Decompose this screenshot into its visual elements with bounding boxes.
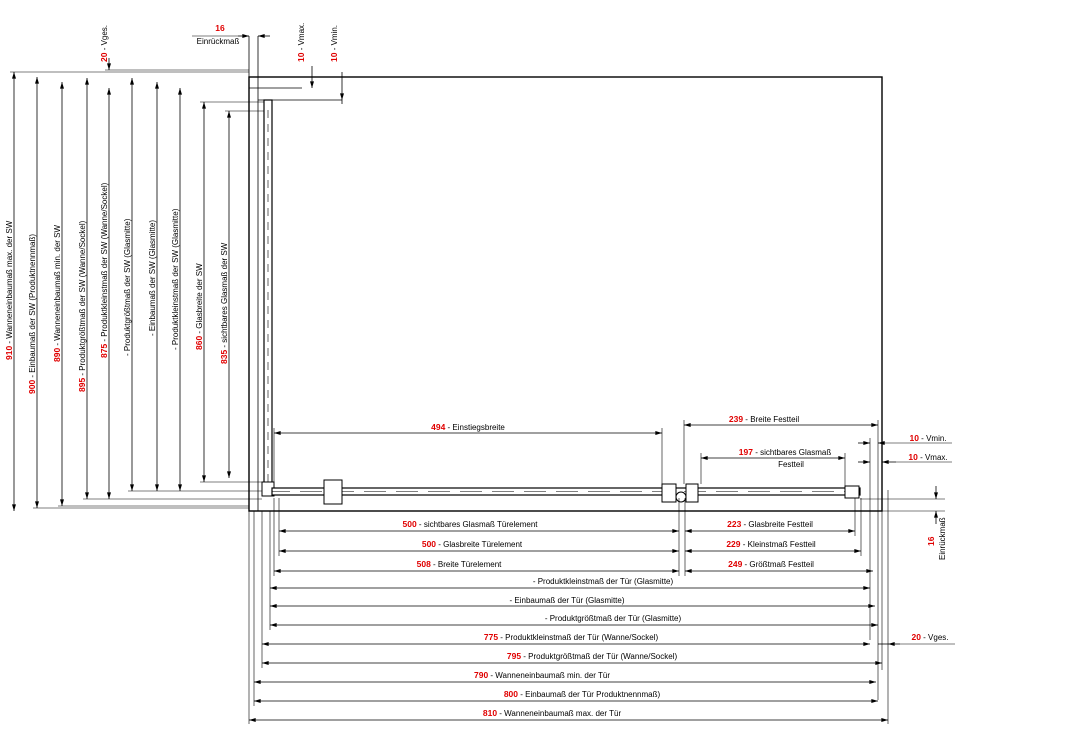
dim-vmin: 10 - Vmin. (909, 433, 946, 443)
dim-239: 239 - Breite Festteil (729, 414, 799, 424)
dim-16-side-label: Einrückmaß (938, 517, 947, 560)
dim-500-glass: 500 - Glasbreite Türelement (422, 539, 523, 549)
dim-16-top-label: Einrückmaß (197, 37, 240, 46)
side-wall-glass (261, 99, 275, 497)
horizontal-dimensions (248, 420, 955, 724)
dim-197-line2: Festteil (778, 460, 804, 469)
dim-875: 875 - Produktkleinstmaß der SW (Wanne/So… (99, 182, 109, 358)
dim-895: 895 - Produktgrößtmaß der SW (Wanne/Sock… (77, 220, 87, 392)
dim-vmax: 10 - Vmax. (908, 452, 947, 462)
dim-775: 775 - Produktkleinstmaß der Tür (Wanne/S… (484, 632, 659, 642)
dim-800: 800 - Einbaumaß der Tür Produktnennmaß) (504, 689, 661, 699)
top-dimensions (105, 34, 344, 104)
dim-890: 890 - Wanneneinbaumaß min. der SW (52, 225, 62, 363)
vertical-dimensions (10, 71, 264, 512)
dim-790: 790 - Wanneneinbaumaß min. der Tür (474, 670, 610, 680)
dim-door-min-glass: - Produktkleinstmaß der Tür (Glasmitte) (533, 577, 674, 586)
dim-sw-min-glass: - Produktkleinstmaß der SW (Glasmitte) (171, 208, 180, 350)
dim-810: 810 - Wanneneinbaumaß max. der Tür (483, 708, 622, 718)
dim-494: 494 - Einstiegsbreite (431, 422, 505, 432)
dim-door-install-glass: - Einbaumaß der Tür (Glasmitte) (510, 596, 625, 605)
dim-229: 229 - Kleinstmaß Festteil (726, 539, 816, 549)
dim-223: 223 - Glasbreite Festteil (727, 519, 813, 529)
dim-197: 197 - sichtbares Glasmaß (739, 447, 832, 457)
dim-door-max-glass: - Produktgrößtmaß der Tür (Glasmitte) (545, 614, 682, 623)
dim-249: 249 - Größtmaß Festteil (728, 559, 814, 569)
vertical-labels: 910 - Wanneneinbaumaß max. der SW 900 - … (4, 23, 947, 560)
room-outline (248, 76, 883, 512)
horizontal-labels: 494 - Einstiegsbreite 239 - Breite Festt… (197, 23, 949, 718)
dim-16-side: 16 (926, 536, 936, 546)
dim-795: 795 - Produktgrößtmaß der Tür (Wanne/Soc… (507, 651, 678, 661)
dim-vges-top: 20 - Vges. (99, 25, 109, 62)
dim-500-visible: 500 - sichtbares Glasmaß Türelement (403, 519, 539, 529)
dim-sw-max-glass: - Produktgrößtmaß der SW (Glasmitte) (123, 218, 132, 356)
dim-16-top: 16 (215, 23, 225, 33)
dim-910: 910 - Wanneneinbaumaß max. der SW (4, 220, 14, 360)
dim-vmax-top: 10 - Vmax. (296, 23, 306, 62)
dim-vmin-top: 10 - Vmin. (329, 25, 339, 62)
front-glass (271, 479, 861, 505)
dim-860: 860 - Glasbreite der SW (194, 263, 204, 350)
dim-900: 900 - Einbaumaß der SW (Produktnennmaß) (27, 234, 37, 394)
dim-vges-bottom: 20 - Vges. (911, 632, 948, 642)
dim-835: 835 - sichtbares Glasmaß der SW (219, 242, 229, 364)
dim-508: 508 - Breite Türelement (417, 559, 503, 569)
dim-sw-install-glass: - Einbaumaß der SW (Glasmitte) (148, 220, 157, 336)
